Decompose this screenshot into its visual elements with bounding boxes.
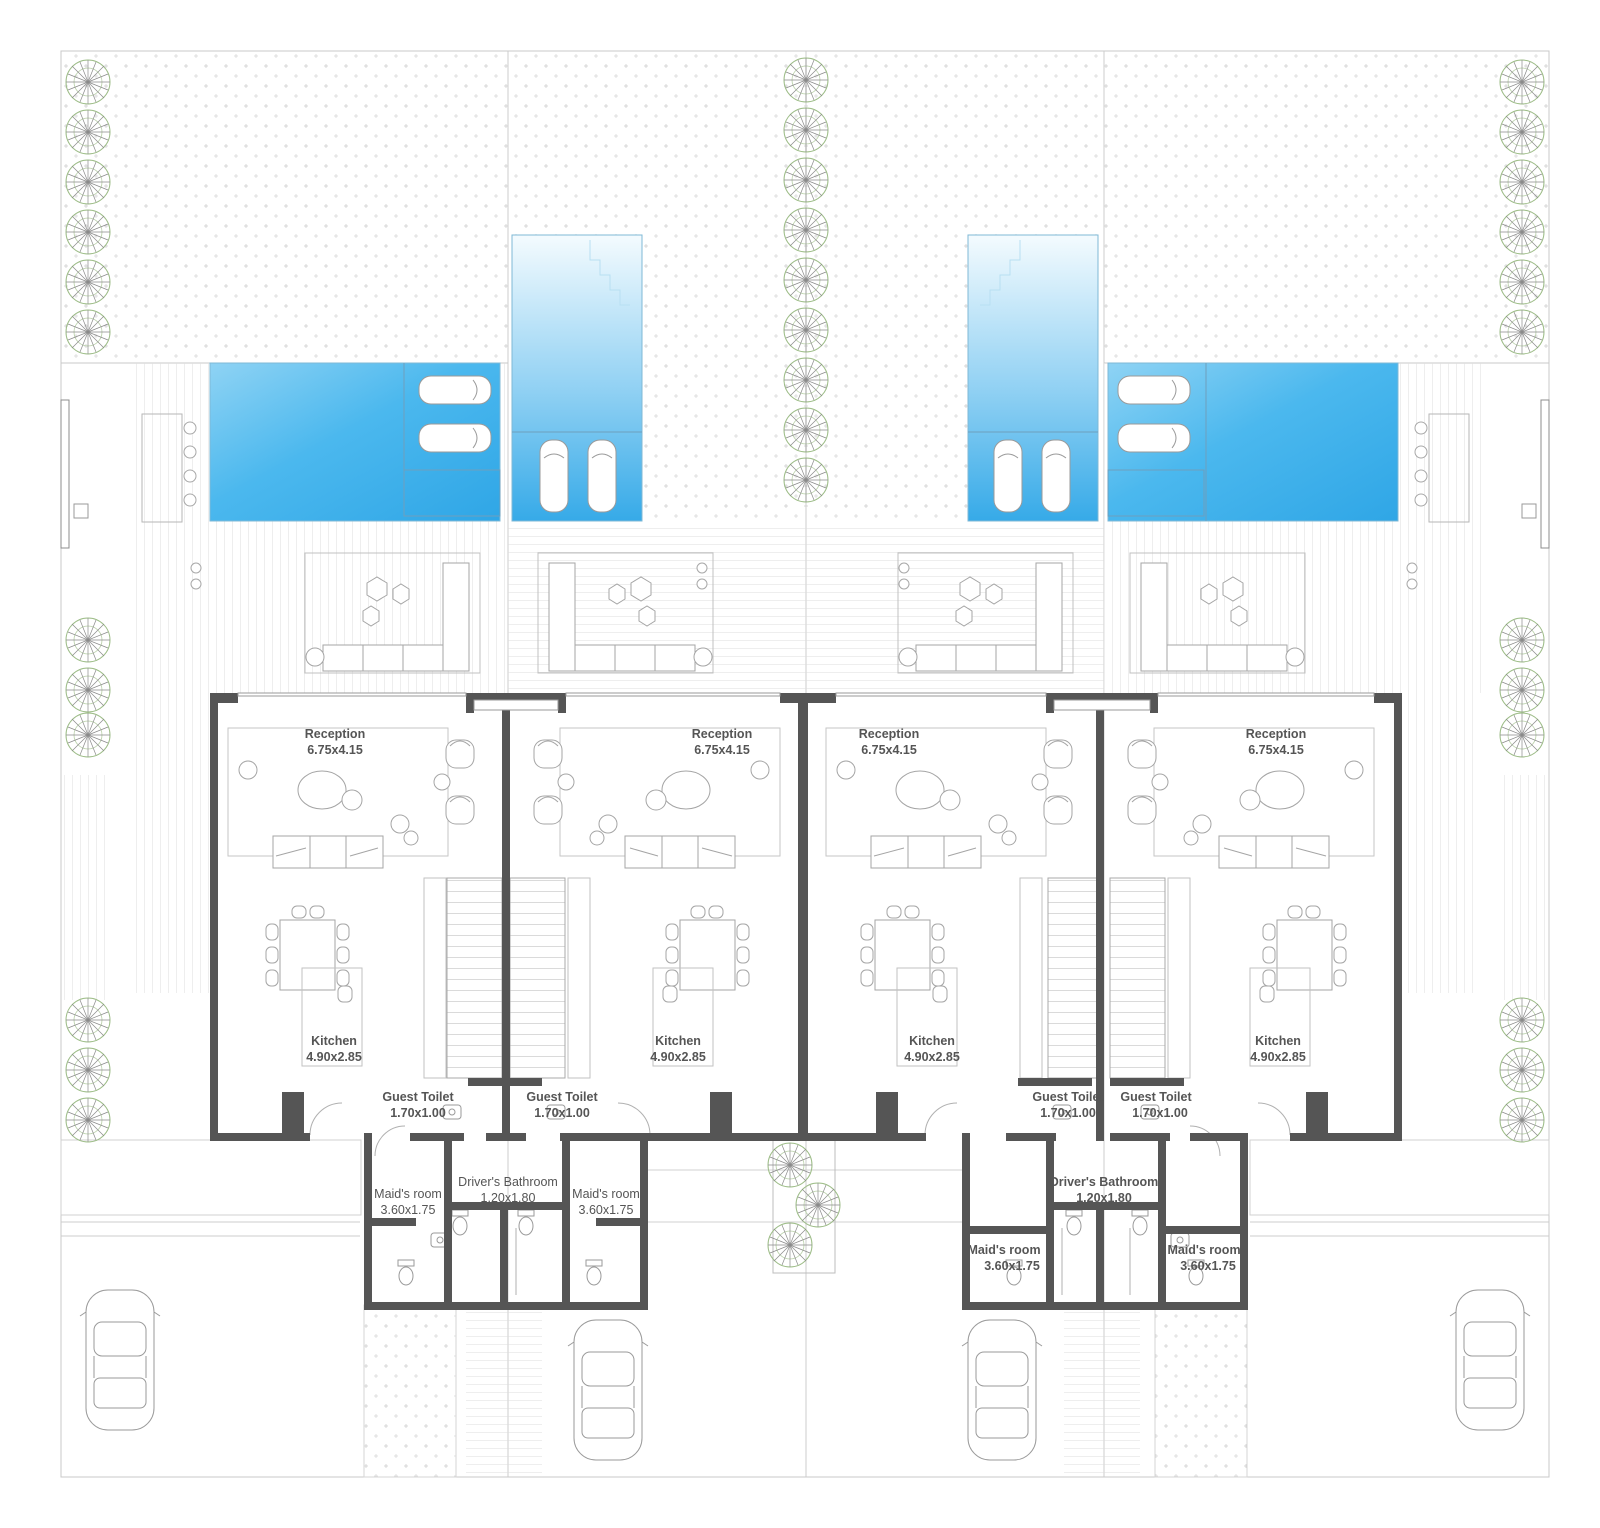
wc-icon bbox=[397, 1209, 1205, 1286]
pool-2 bbox=[511, 234, 643, 522]
guest-toilet-size: 1.70x1.00 bbox=[534, 1106, 590, 1120]
guest-toilet-size: 1.70x1.00 bbox=[1040, 1106, 1096, 1120]
kitchen-label: Kitchen bbox=[909, 1034, 955, 1048]
kitchen-size: 4.90x2.85 bbox=[904, 1050, 960, 1064]
kitchen-label: Kitchen bbox=[311, 1034, 357, 1048]
drivers-bathroom-size: 1.20x1.80 bbox=[481, 1191, 536, 1205]
drivers-bathroom-label: Driver's Bathroom bbox=[458, 1175, 558, 1189]
car-icon bbox=[79, 1289, 1531, 1461]
kitchen-size: 4.90x2.85 bbox=[650, 1050, 706, 1064]
drivers-bathroom-label: Driver's Bathroom bbox=[1050, 1175, 1159, 1189]
guest-toilet-label: Guest Toilet bbox=[1032, 1090, 1104, 1104]
maids-room-label: Maid's room bbox=[1167, 1243, 1240, 1257]
reception-size: 6.75x4.15 bbox=[861, 743, 917, 757]
guest-toilet-label: Guest Toilet bbox=[382, 1090, 454, 1104]
guest-toilet-label: Guest Toilet bbox=[526, 1090, 598, 1104]
reception-label: Reception bbox=[692, 727, 752, 741]
kitchen-label: Kitchen bbox=[1255, 1034, 1301, 1048]
maids-room-size: 3.60x1.75 bbox=[1180, 1259, 1236, 1273]
pools bbox=[209, 234, 1399, 522]
windows bbox=[237, 692, 1375, 711]
kitchen-label: Kitchen bbox=[655, 1034, 701, 1048]
pool-3 bbox=[967, 234, 1099, 522]
guest-toilet-size: 1.70x1.00 bbox=[390, 1106, 446, 1120]
interior-fixtures bbox=[227, 727, 1375, 1295]
maids-room-size: 3.60x1.75 bbox=[381, 1203, 436, 1217]
drivers-bathroom-size: 1.20x1.80 bbox=[1076, 1191, 1132, 1205]
maids-room-label: Maid's room bbox=[967, 1243, 1040, 1257]
reception-label: Reception bbox=[305, 727, 365, 741]
kitchen-size: 4.90x2.85 bbox=[306, 1050, 362, 1064]
reception-label: Reception bbox=[1246, 727, 1306, 741]
reception-label: Reception bbox=[859, 727, 919, 741]
guest-toilet-size: 1.70x1.00 bbox=[1132, 1106, 1188, 1120]
reception-size: 6.75x4.15 bbox=[694, 743, 750, 757]
maids-room-size: 3.60x1.75 bbox=[579, 1203, 634, 1217]
reception-size: 6.75x4.15 bbox=[307, 743, 363, 757]
maids-room-size: 3.60x1.75 bbox=[984, 1259, 1040, 1273]
room-labels: Reception 6.75x4.15 Kitchen 4.90x2.85 Gu… bbox=[305, 727, 1306, 1273]
reception-size: 6.75x4.15 bbox=[1248, 743, 1304, 757]
maids-room-label: Maid's room bbox=[374, 1187, 442, 1201]
walls bbox=[210, 693, 1402, 1310]
site-landscape bbox=[60, 50, 1550, 1478]
guest-toilet-label: Guest Toilet bbox=[1120, 1090, 1192, 1104]
maids-room-label: Maid's room bbox=[572, 1187, 640, 1201]
kitchen-size: 4.90x2.85 bbox=[1250, 1050, 1306, 1064]
